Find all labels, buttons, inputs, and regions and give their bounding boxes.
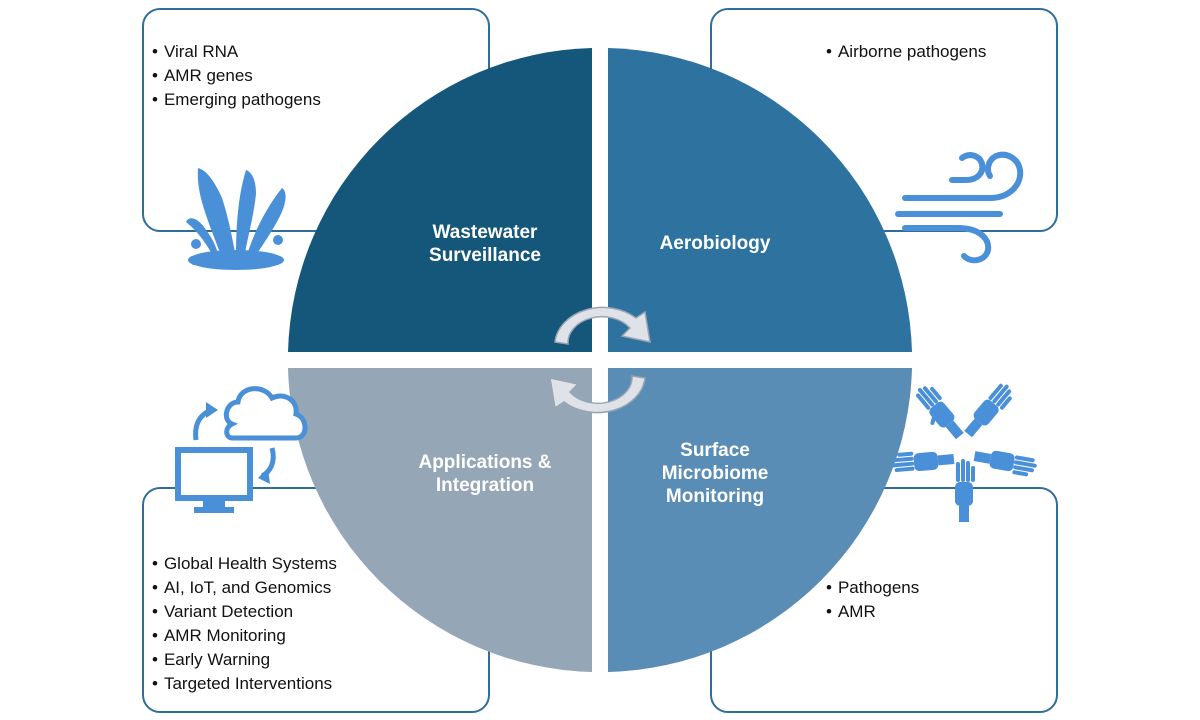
title-line: Monitoring <box>665 486 765 507</box>
bullet-item: Targeted Interventions <box>152 672 337 696</box>
wastewater-surveillance-label: Wastewater Surveillance <box>385 221 585 267</box>
title-line: Surface <box>680 440 750 461</box>
applications-quadrant <box>288 368 592 672</box>
applications-bullet-list: Global Health Systems AI, IoT, and Genom… <box>152 552 337 696</box>
wastewater-bullet-list: Viral RNA AMR genes Emerging pathogens <box>152 40 321 112</box>
title-line: Microbiome <box>661 463 769 484</box>
bullet-item: Early Warning <box>152 648 337 672</box>
bullet-item: Viral RNA <box>152 40 321 64</box>
wind-icon <box>895 151 1024 264</box>
cloud-computer-icon <box>175 386 308 513</box>
bullet-item: AMR genes <box>152 64 321 88</box>
title-line: Applications & <box>418 452 552 473</box>
cycle-arrow-icon <box>549 306 651 414</box>
aerobiology-bullet-list: Airborne pathogens <box>826 40 986 64</box>
bullet-item: Emerging pathogens <box>152 88 321 112</box>
bullet-item: AI, IoT, and Genomics <box>152 576 337 600</box>
aerobiology-quadrant <box>608 48 912 352</box>
bullet-item: Variant Detection <box>152 600 337 624</box>
hands-icon <box>891 383 1037 522</box>
title-line: Wastewater <box>432 222 538 243</box>
wastewater-quadrant <box>288 48 592 352</box>
bullet-item: AMR Monitoring <box>152 624 337 648</box>
surface-bullet-list: Pathogens AMR <box>826 576 919 624</box>
title-line: Aerobiology <box>659 233 771 254</box>
bullet-item: Global Health Systems <box>152 552 337 576</box>
title-line: Surveillance <box>429 245 541 266</box>
bullet-item: Airborne pathogens <box>826 40 986 64</box>
title-line: Integration <box>435 475 535 496</box>
surface-microbiome-monitoring-label: Surface Microbiome Monitoring <box>615 439 815 508</box>
aerobiology-label: Aerobiology <box>615 232 815 255</box>
surface-quadrant <box>608 368 912 672</box>
bullet-item: Pathogens <box>826 576 919 600</box>
water-splash-icon <box>186 168 286 270</box>
applications-integration-label: Applications & Integration <box>385 451 585 497</box>
bullet-item: AMR <box>826 600 919 624</box>
